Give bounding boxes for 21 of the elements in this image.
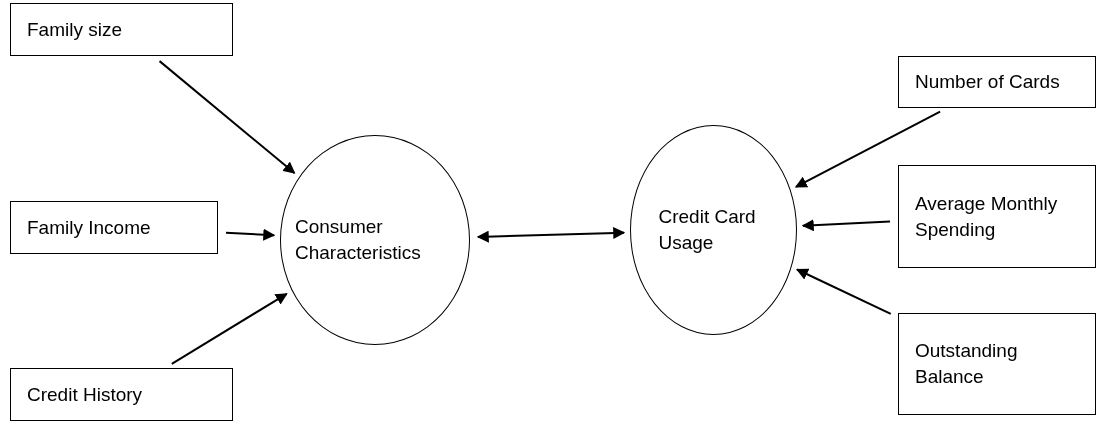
variable-box xyxy=(10,368,233,421)
arrow xyxy=(476,226,626,243)
variable-box xyxy=(898,56,1096,108)
node-label: Credit Card Usage xyxy=(658,205,757,255)
variable-box xyxy=(898,165,1096,268)
arrow xyxy=(796,268,892,315)
node-label: Outstanding Balance xyxy=(915,339,1019,389)
node-label: Consumer Characteristics xyxy=(295,215,422,265)
variable-box xyxy=(10,201,218,254)
arrow xyxy=(794,110,942,188)
node-label: Family Income xyxy=(27,215,151,240)
arrow xyxy=(225,228,276,241)
arrow xyxy=(158,60,296,175)
node-label: Credit History xyxy=(27,382,143,407)
node-label: Number of Cards xyxy=(915,70,1060,95)
arrow xyxy=(170,292,288,365)
node-label: Family size xyxy=(27,17,122,42)
variable-box xyxy=(10,3,233,56)
arrow xyxy=(801,219,891,232)
variable-box xyxy=(898,313,1096,415)
node-label: Average Monthly Spending xyxy=(915,191,1059,242)
